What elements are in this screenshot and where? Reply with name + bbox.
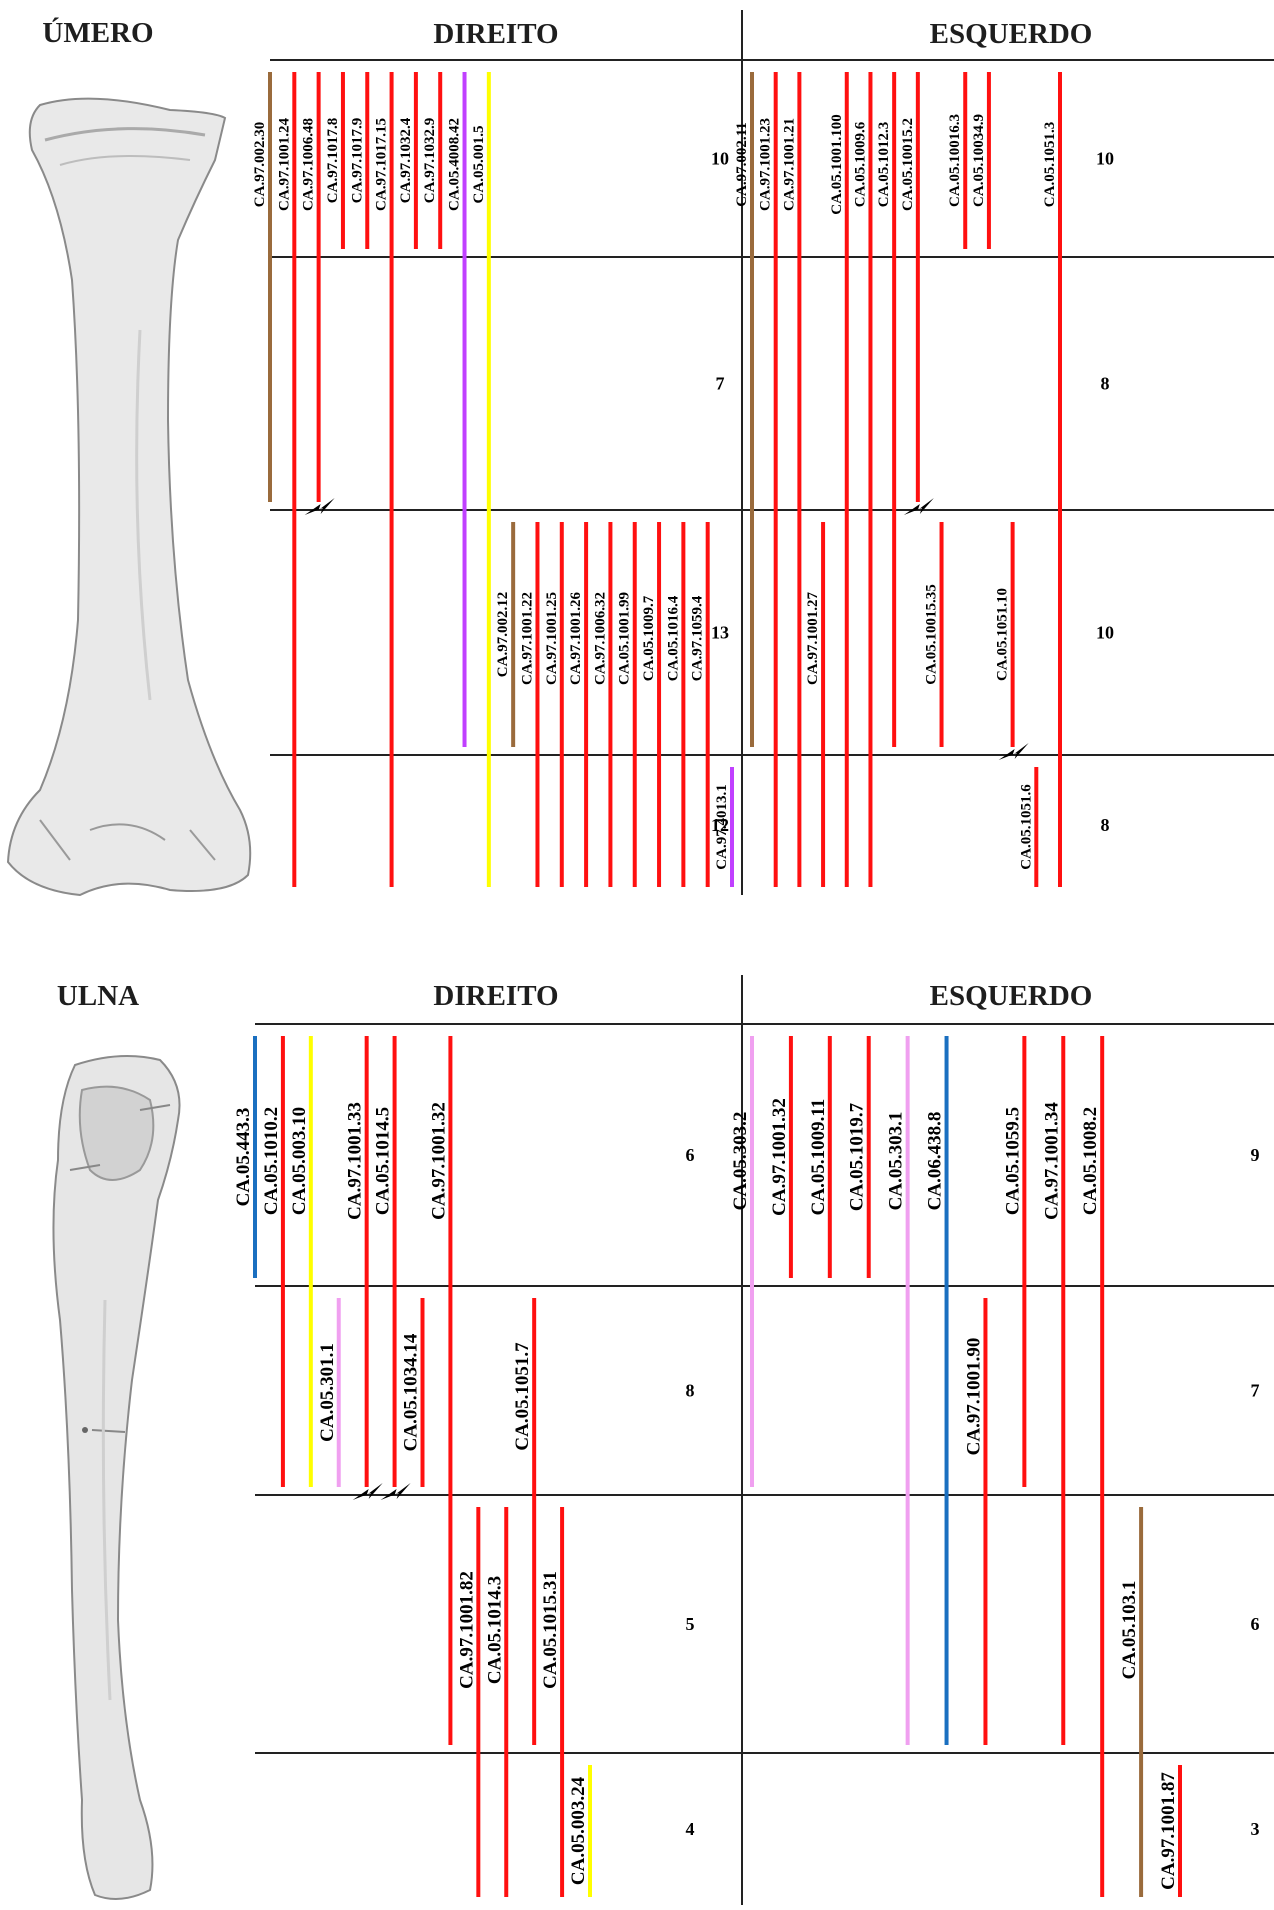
- fragment-label: CA.05.001.5: [471, 126, 487, 204]
- fragment-label: CA.05.1051.6: [1018, 784, 1034, 870]
- fragment-label: CA.05.10015.35: [924, 584, 940, 684]
- fragment-label: CA.05.303.1: [886, 1112, 907, 1211]
- humerus-section: ÚMERO DIREITO ESQUERDO: [8, 10, 1274, 895]
- fragment-label: CA.05.1009.7: [641, 595, 657, 681]
- fragment-label: CA.05.1014.3: [484, 1576, 505, 1684]
- fragment-label: CA.97.002.30: [252, 122, 268, 207]
- fragment-label: CA.05.1014.5: [373, 1107, 394, 1215]
- fragment-label: CA.97.1017.15: [374, 118, 390, 211]
- fragment-label: CA.05.1051.10: [995, 588, 1011, 681]
- fragment-label: CA.97.1032.4: [398, 117, 414, 203]
- fragment-label: CA.05.1034.14: [401, 1333, 422, 1451]
- fragment-label: CA.97.1017.8: [325, 118, 341, 203]
- fragment-label: CA.97.1001.22: [519, 592, 535, 685]
- fragment-label: CA.05.1001.100: [829, 114, 845, 214]
- fragment-label: CA.05.301.1: [317, 1343, 338, 1442]
- humerus-bone-illustration: [8, 99, 250, 895]
- ulna-right-title: DIREITO: [433, 980, 558, 1012]
- fragment-label: CA.97.1032.9: [422, 118, 438, 203]
- zone-count-label: 9: [1251, 1145, 1260, 1165]
- fragment-label: CA.05.1019.7: [847, 1102, 868, 1211]
- fragment-label: CA.97.1001.32: [769, 1098, 790, 1216]
- zone-count-label: 3: [1251, 1819, 1260, 1839]
- fragment-label: CA.97.1001.33: [345, 1102, 366, 1220]
- fragment-label: CA.97.1001.23: [758, 118, 774, 211]
- fragment-label: CA.97.002.11: [734, 122, 750, 207]
- zone-count-label: 10: [711, 149, 729, 169]
- fragment-label: CA.97.1001.25: [544, 592, 560, 685]
- fragment-label: CA.97.1059.4: [690, 595, 706, 681]
- zone-count-label: 10: [1096, 149, 1114, 169]
- fragment-label: CA.05.1051.3: [1042, 122, 1058, 207]
- zone-count-label: 5: [686, 1614, 695, 1634]
- zone-count-label: 8: [1101, 374, 1110, 394]
- fragment-label: CA.97.1006.48: [301, 118, 317, 211]
- zone-count-label: 13: [711, 623, 729, 643]
- fragment-label: CA.97.002.12: [495, 592, 511, 677]
- zone-count-label: 6: [1251, 1614, 1260, 1634]
- fragment-label: CA.05.1010.2: [261, 1107, 282, 1215]
- fragment-label: CA.97.1006.32: [592, 592, 608, 685]
- fragment-label: CA.05.003.24: [568, 1776, 589, 1885]
- fragment-label: CA.05.1012.3: [876, 122, 892, 207]
- fragment-label: CA.05.4008.42: [447, 118, 463, 211]
- fragment-label: CA.05.1009.6: [852, 121, 868, 207]
- fragment-label: CA.97.1017.9: [349, 118, 365, 203]
- fragment-label: CA.05.10034.9: [971, 114, 987, 207]
- fragment-label: CA.05.1016.4: [665, 595, 681, 681]
- fragment-label: CA.97.4013.1: [714, 784, 730, 869]
- fragment-label: CA.97.1001.27: [805, 592, 821, 685]
- fragment-label: CA.97.1001.34: [1041, 1102, 1062, 1220]
- fragment-label: CA.05.003.10: [289, 1107, 310, 1215]
- zone-count-label: 6: [686, 1145, 695, 1165]
- fragment-label: CA.97.1001.87: [1158, 1772, 1179, 1890]
- fragment-label: CA.05.1059.5: [1002, 1107, 1023, 1215]
- fragment-label: CA.05.103.1: [1119, 1581, 1140, 1680]
- fragment-label: CA.05.10015.2: [900, 118, 916, 211]
- zone-count-label: 10: [1096, 623, 1114, 643]
- fragment-label: CA.06.438.8: [925, 1112, 946, 1211]
- fragment-label: CA.05.10016.3: [947, 114, 963, 207]
- ulna-bone-illustration: [53, 1056, 179, 1899]
- humerus-right-title: DIREITO: [433, 18, 558, 50]
- humerus-left-title: ESQUERDO: [930, 18, 1093, 50]
- ulna-left-title: ESQUERDO: [930, 980, 1093, 1012]
- humerus-title: ÚMERO: [42, 16, 153, 49]
- fragment-label: CA.97.1001.24: [276, 118, 292, 211]
- fragment-label: CA.97.1001.90: [963, 1338, 984, 1456]
- fragment-label: CA.05.1008.2: [1080, 1107, 1101, 1215]
- zone-count-label: 8: [1101, 815, 1110, 835]
- zone-count-label: 7: [1251, 1381, 1260, 1401]
- fragment-label: CA.05.443.3: [233, 1108, 254, 1207]
- zone-count-label: 8: [686, 1381, 695, 1401]
- fragment-label: CA.05.1051.7: [512, 1342, 533, 1451]
- zone-count-label: 4: [686, 1819, 695, 1839]
- fragment-label: CA.97.1001.26: [568, 592, 584, 685]
- ulna-title: ULNA: [57, 980, 139, 1012]
- fragment-label: CA.97.1001.21: [781, 118, 797, 211]
- fragment-label: CA.05.303.2: [730, 1112, 751, 1211]
- fragment-label: CA.05.1009.11: [808, 1099, 829, 1216]
- fragment-label: CA.05.1015.31: [540, 1571, 561, 1689]
- fragment-label: CA.97.1001.32: [428, 1102, 449, 1220]
- fragment-label: CA.97.1001.82: [456, 1571, 477, 1689]
- fragment-label: CA.05.1001.99: [617, 592, 633, 685]
- zone-count-label: 7: [716, 374, 725, 394]
